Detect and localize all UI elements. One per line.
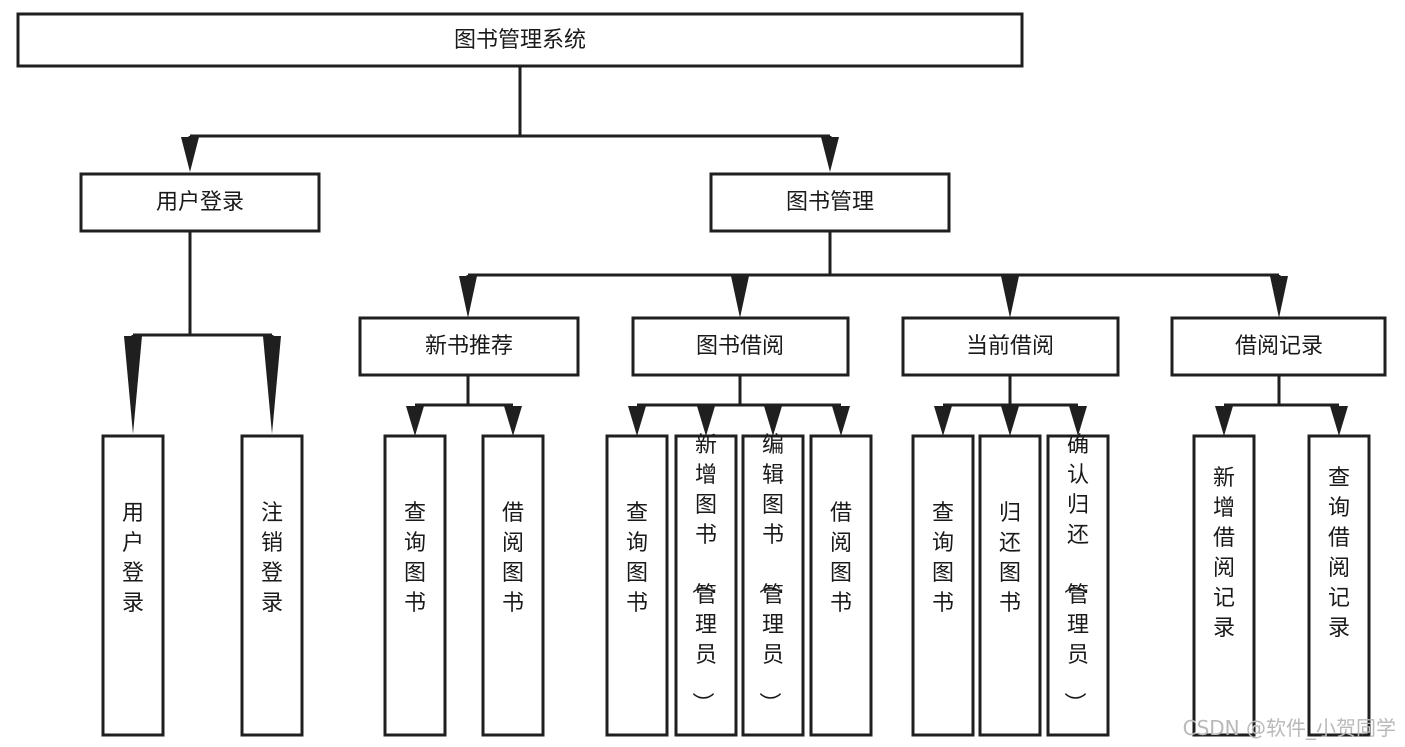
leaf-user-login-label: 用户登录 xyxy=(122,501,144,616)
leaf-query-book-1-label: 查询图书 xyxy=(404,501,426,616)
leaf-edit-book[interactable]: 编辑图书（管理员） xyxy=(741,433,805,737)
leaf-query-book-3-box[interactable] xyxy=(911,434,975,737)
node-current-borrow-label: 当前借阅 xyxy=(966,334,1054,359)
leaf-borrow-book-2[interactable]: 借阅图书 xyxy=(809,434,873,737)
leaf-user-login[interactable]: 用户登录 xyxy=(101,434,165,737)
leaf-user-logout-box[interactable] xyxy=(240,434,304,737)
arrowhead-leaf-borrow-book-1 xyxy=(504,406,522,436)
leaf-add-book[interactable]: 新增图书（管理员） xyxy=(674,433,738,737)
node-user-login-label: 用户登录 xyxy=(156,190,244,215)
arrowhead-borrow-record xyxy=(1270,276,1288,318)
node-current-borrow-box[interactable] xyxy=(901,316,1120,377)
leaf-query-book-3-label: 查询图书 xyxy=(932,501,954,616)
leaf-borrow-book-1-box[interactable] xyxy=(481,434,545,737)
node-borrow-record[interactable]: 借阅记录 xyxy=(1170,316,1387,377)
arrowhead-leaf-return-book xyxy=(1001,406,1019,436)
node-current-borrow[interactable]: 当前借阅 xyxy=(901,316,1120,377)
leaf-add-record[interactable]: 新增借阅记录 xyxy=(1192,434,1256,737)
arrowhead-book-borrow xyxy=(731,276,749,318)
leaf-user-login-box[interactable] xyxy=(101,434,165,737)
arrowhead-leaf-edit-book xyxy=(764,406,782,436)
arrowhead-leaf-confirm-return xyxy=(1069,406,1087,436)
leaf-add-record-box[interactable] xyxy=(1192,434,1256,737)
leaf-edit-book-label: 编辑图书（管理员） xyxy=(756,433,784,714)
leaf-edit-book-box[interactable] xyxy=(741,434,805,737)
leaf-query-record-box[interactable] xyxy=(1307,434,1371,737)
node-new-book-recommend[interactable]: 新书推荐 xyxy=(358,316,580,377)
leaf-user-logout-label: 注销登录 xyxy=(261,501,283,616)
leaf-confirm-return[interactable]: 确认归还（管理员） xyxy=(1046,433,1110,737)
node-borrow-record-box[interactable] xyxy=(1170,316,1387,377)
leaf-query-record[interactable]: 查询借阅记录 xyxy=(1307,434,1371,737)
node-book-borrow[interactable]: 图书借阅 xyxy=(631,316,850,377)
node-root[interactable]: 图书管理系统 xyxy=(16,12,1024,68)
node-book-borrow-box[interactable] xyxy=(631,316,850,377)
watermark: CSDN @软件_小贺同学 xyxy=(1183,716,1396,740)
leaf-query-book-2[interactable]: 查询图书 xyxy=(605,434,669,737)
arrowhead-current-borrow xyxy=(1001,276,1019,318)
leaf-return-book[interactable]: 归还图书 xyxy=(978,434,1042,737)
node-root-label: 图书管理系统 xyxy=(454,28,586,53)
arrowhead-user-login xyxy=(181,137,199,172)
node-user-login-box[interactable] xyxy=(79,172,321,233)
arrowhead-leaf-query-book-2 xyxy=(628,406,646,436)
leaf-query-book-1-box[interactable] xyxy=(383,434,447,737)
node-book-manage[interactable]: 图书管理 xyxy=(709,172,951,233)
leaf-borrow-book-2-box[interactable] xyxy=(809,434,873,737)
arrowhead-leaf-borrow-book-2 xyxy=(832,406,850,436)
leaf-user-logout[interactable]: 注销登录 xyxy=(240,434,304,737)
arrowhead-leaf-add-record xyxy=(1215,406,1233,436)
arrowhead-book-manage xyxy=(821,137,839,172)
node-root-box[interactable] xyxy=(16,12,1024,68)
arrowhead-leaf-query-record xyxy=(1330,406,1348,436)
leaf-add-book-label: 新增图书（管理员） xyxy=(689,433,717,714)
leaf-confirm-return-box[interactable] xyxy=(1046,434,1110,737)
node-book-manage-label: 图书管理 xyxy=(786,190,874,215)
leaf-return-book-label: 归还图书 xyxy=(999,501,1021,616)
leaf-borrow-book-2-label: 借阅图书 xyxy=(830,501,852,616)
leaf-return-book-box[interactable] xyxy=(978,434,1042,737)
node-user-login[interactable]: 用户登录 xyxy=(79,172,321,233)
node-new-book-recommend-box[interactable] xyxy=(358,316,580,377)
leaf-query-book-3[interactable]: 查询图书 xyxy=(911,434,975,737)
edges-layer xyxy=(124,66,1348,436)
leaf-query-record-label: 查询借阅记录 xyxy=(1328,466,1350,641)
node-borrow-record-label: 借阅记录 xyxy=(1235,334,1323,359)
arrowhead-leaf-add-book xyxy=(697,406,715,436)
leaf-add-book-box[interactable] xyxy=(674,434,738,737)
leaf-add-record-label: 新增借阅记录 xyxy=(1213,466,1235,641)
leaf-query-book-1[interactable]: 查询图书 xyxy=(383,434,447,737)
leaf-confirm-return-label: 确认归还（管理员） xyxy=(1061,433,1089,714)
leaf-borrow-book-1[interactable]: 借阅图书 xyxy=(481,434,545,737)
leaf-query-book-2-box[interactable] xyxy=(605,434,669,737)
leaf-query-book-2-label: 查询图书 xyxy=(626,501,648,616)
arrowhead-new-book-recommend xyxy=(459,276,477,318)
node-book-manage-box[interactable] xyxy=(709,172,951,233)
node-new-book-recommend-label: 新书推荐 xyxy=(425,334,513,359)
node-book-borrow-label: 图书借阅 xyxy=(696,334,784,359)
arrowhead-leaf-query-book-3 xyxy=(934,406,952,436)
leaf-borrow-book-1-label: 借阅图书 xyxy=(502,501,524,616)
arrowhead-leaf-query-book-1 xyxy=(406,406,424,436)
